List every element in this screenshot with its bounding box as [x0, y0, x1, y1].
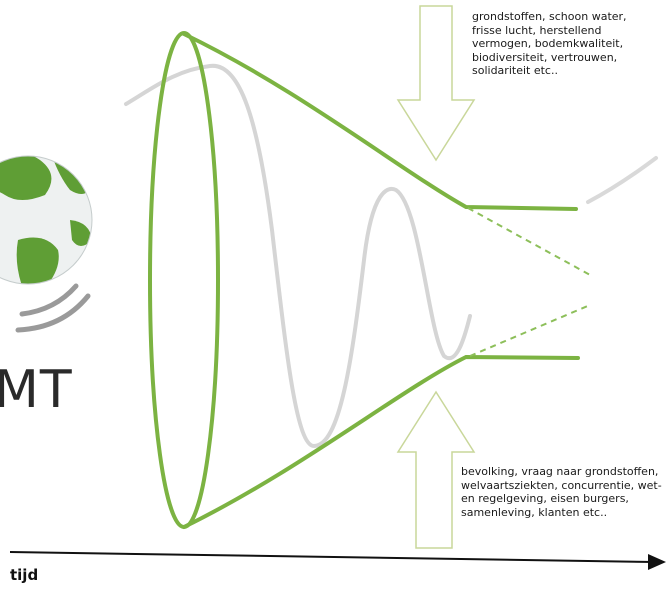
note-line: welvaartsziekten, concurrentie, wet- — [461, 478, 662, 492]
wave-line — [124, 63, 472, 449]
pressure-arrow-up-icon — [396, 390, 476, 549]
globe-icon — [0, 155, 93, 285]
brand-text-fragment: MT — [0, 360, 73, 420]
bottom-pressures-note: bevolking, vraag naar grondstoffen, welv… — [461, 465, 662, 519]
time-axis-label: tijd — [10, 566, 39, 584]
time-arrow-icon — [9, 551, 666, 570]
wave-tail — [586, 156, 658, 204]
pressure-arrow-down-icon — [396, 5, 476, 162]
note-line: en regelgeving, eisen burgers, — [461, 492, 629, 505]
funnel-extension — [467, 207, 593, 357]
funnel-shape — [148, 31, 580, 529]
note-line: grondstoffen, schoon water, — [472, 10, 627, 23]
note-line: bevolking, vraag naar grondstoffen, — [461, 465, 659, 478]
top-pressures-note: grondstoffen, schoon water, frisse lucht… — [472, 10, 627, 78]
note-line: solidariteit etc.. — [472, 64, 558, 77]
note-line: frisse lucht, herstellend — [472, 23, 602, 37]
note-line: vermogen, bodemkwaliteit, — [472, 37, 624, 50]
motion-lines-icon — [15, 283, 91, 333]
note-line: biodiversiteit, vertrouwen, — [472, 50, 618, 64]
note-line: samenleving, klanten etc.. — [461, 505, 608, 519]
